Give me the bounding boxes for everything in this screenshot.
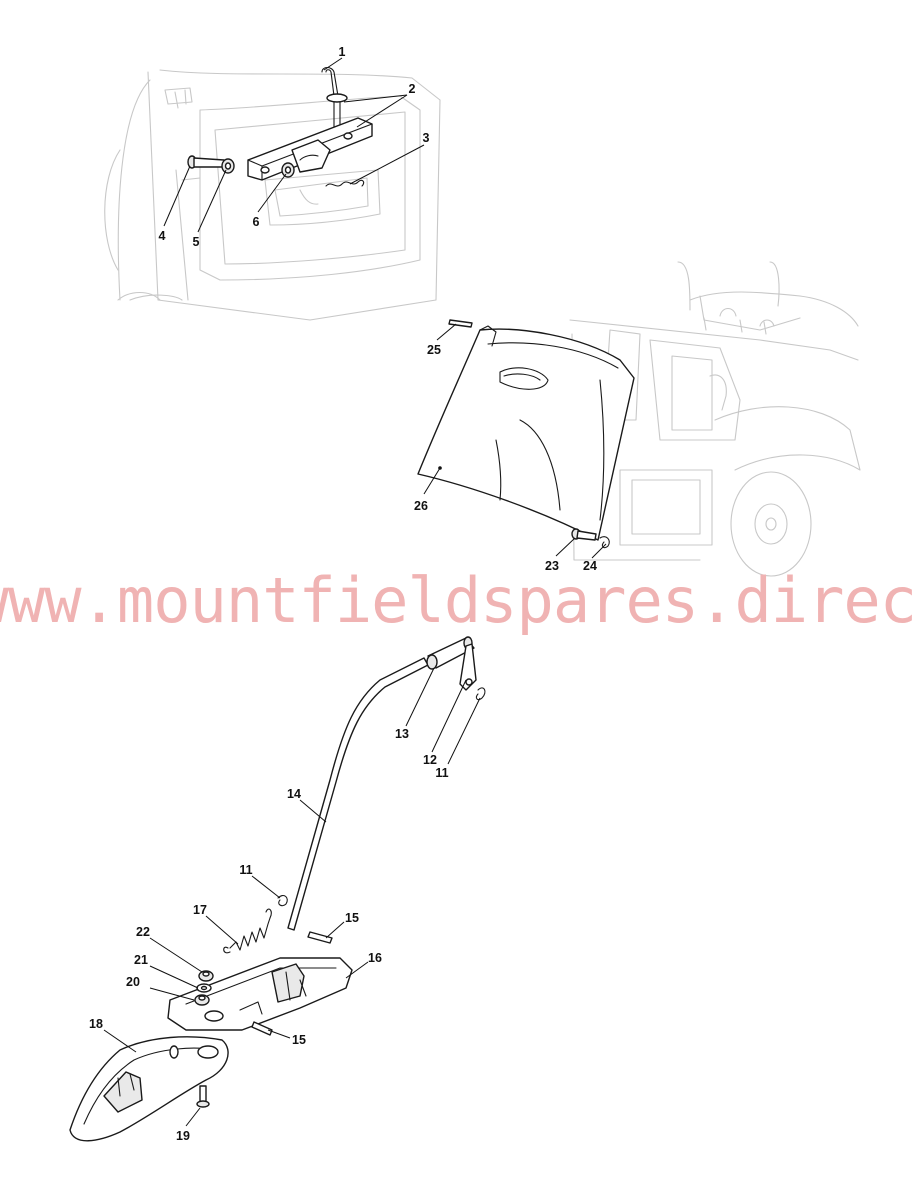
callout-15-lower: 15 [292, 1033, 306, 1047]
callout-12: 12 [423, 753, 437, 767]
part-14-lift-rod [287, 657, 429, 931]
part-5-nut [221, 158, 235, 174]
callout-18: 18 [89, 1017, 103, 1031]
leader-lines [103, 57, 607, 1127]
callout-23: 23 [545, 559, 559, 573]
part-22-bush [198, 970, 214, 982]
part-15-pin-lower [251, 1021, 273, 1036]
part-4-bolt [187, 155, 225, 169]
callout-25: 25 [427, 343, 441, 357]
part-1-handle-pin [321, 66, 348, 135]
callout-20: 20 [126, 975, 140, 989]
rear-panel-ghost [104, 69, 441, 321]
callout-11-upper: 11 [435, 766, 448, 780]
callout-15-upper: 15 [345, 911, 359, 925]
callout-6: 6 [253, 215, 260, 229]
part-21-washer [196, 983, 212, 993]
watermark-text: www.mountfieldspares.direct [0, 564, 920, 637]
callout-16: 16 [368, 951, 382, 965]
callout-11-lower: 11 [239, 863, 252, 877]
part-16-lever-bracket [167, 957, 353, 1031]
part-17-spring [223, 908, 272, 954]
callout-21: 21 [134, 953, 148, 967]
callout-24: 24 [583, 559, 597, 573]
part-2-latch-bracket [247, 117, 373, 181]
part-15-pin-upper [307, 931, 333, 944]
part-6-nut [281, 162, 295, 178]
callout-19: 19 [176, 1129, 190, 1143]
callout-14: 14 [287, 787, 301, 801]
part-3-spring-clip [325, 179, 365, 187]
part-18-housing [69, 1036, 229, 1142]
part-20-bush [194, 994, 210, 1006]
callout-13: 13 [395, 727, 409, 741]
callout-22: 22 [136, 925, 150, 939]
callout-3: 3 [423, 131, 430, 145]
callout-26: 26 [414, 499, 428, 513]
part-11-r-clip-upper [475, 687, 486, 701]
part-25-pin [448, 319, 473, 328]
tractor-body-ghost [569, 261, 861, 577]
part-19-screw [196, 1085, 210, 1108]
part-26-hood-cover [417, 325, 635, 541]
callout-5: 5 [193, 235, 200, 249]
part-23-bolt [571, 528, 597, 541]
part-11-r-clip-lower [277, 895, 288, 907]
callout-4: 4 [159, 229, 166, 243]
callout-17: 17 [193, 903, 207, 917]
part-24-clip [599, 536, 610, 549]
part-12-lever-link [459, 643, 477, 691]
callout-labels: 1 2 3 4 5 6 25 26 23 24 13 12 11 14 11 1… [89, 45, 597, 1143]
callout-1: 1 [339, 45, 346, 59]
callout-2: 2 [409, 82, 416, 96]
